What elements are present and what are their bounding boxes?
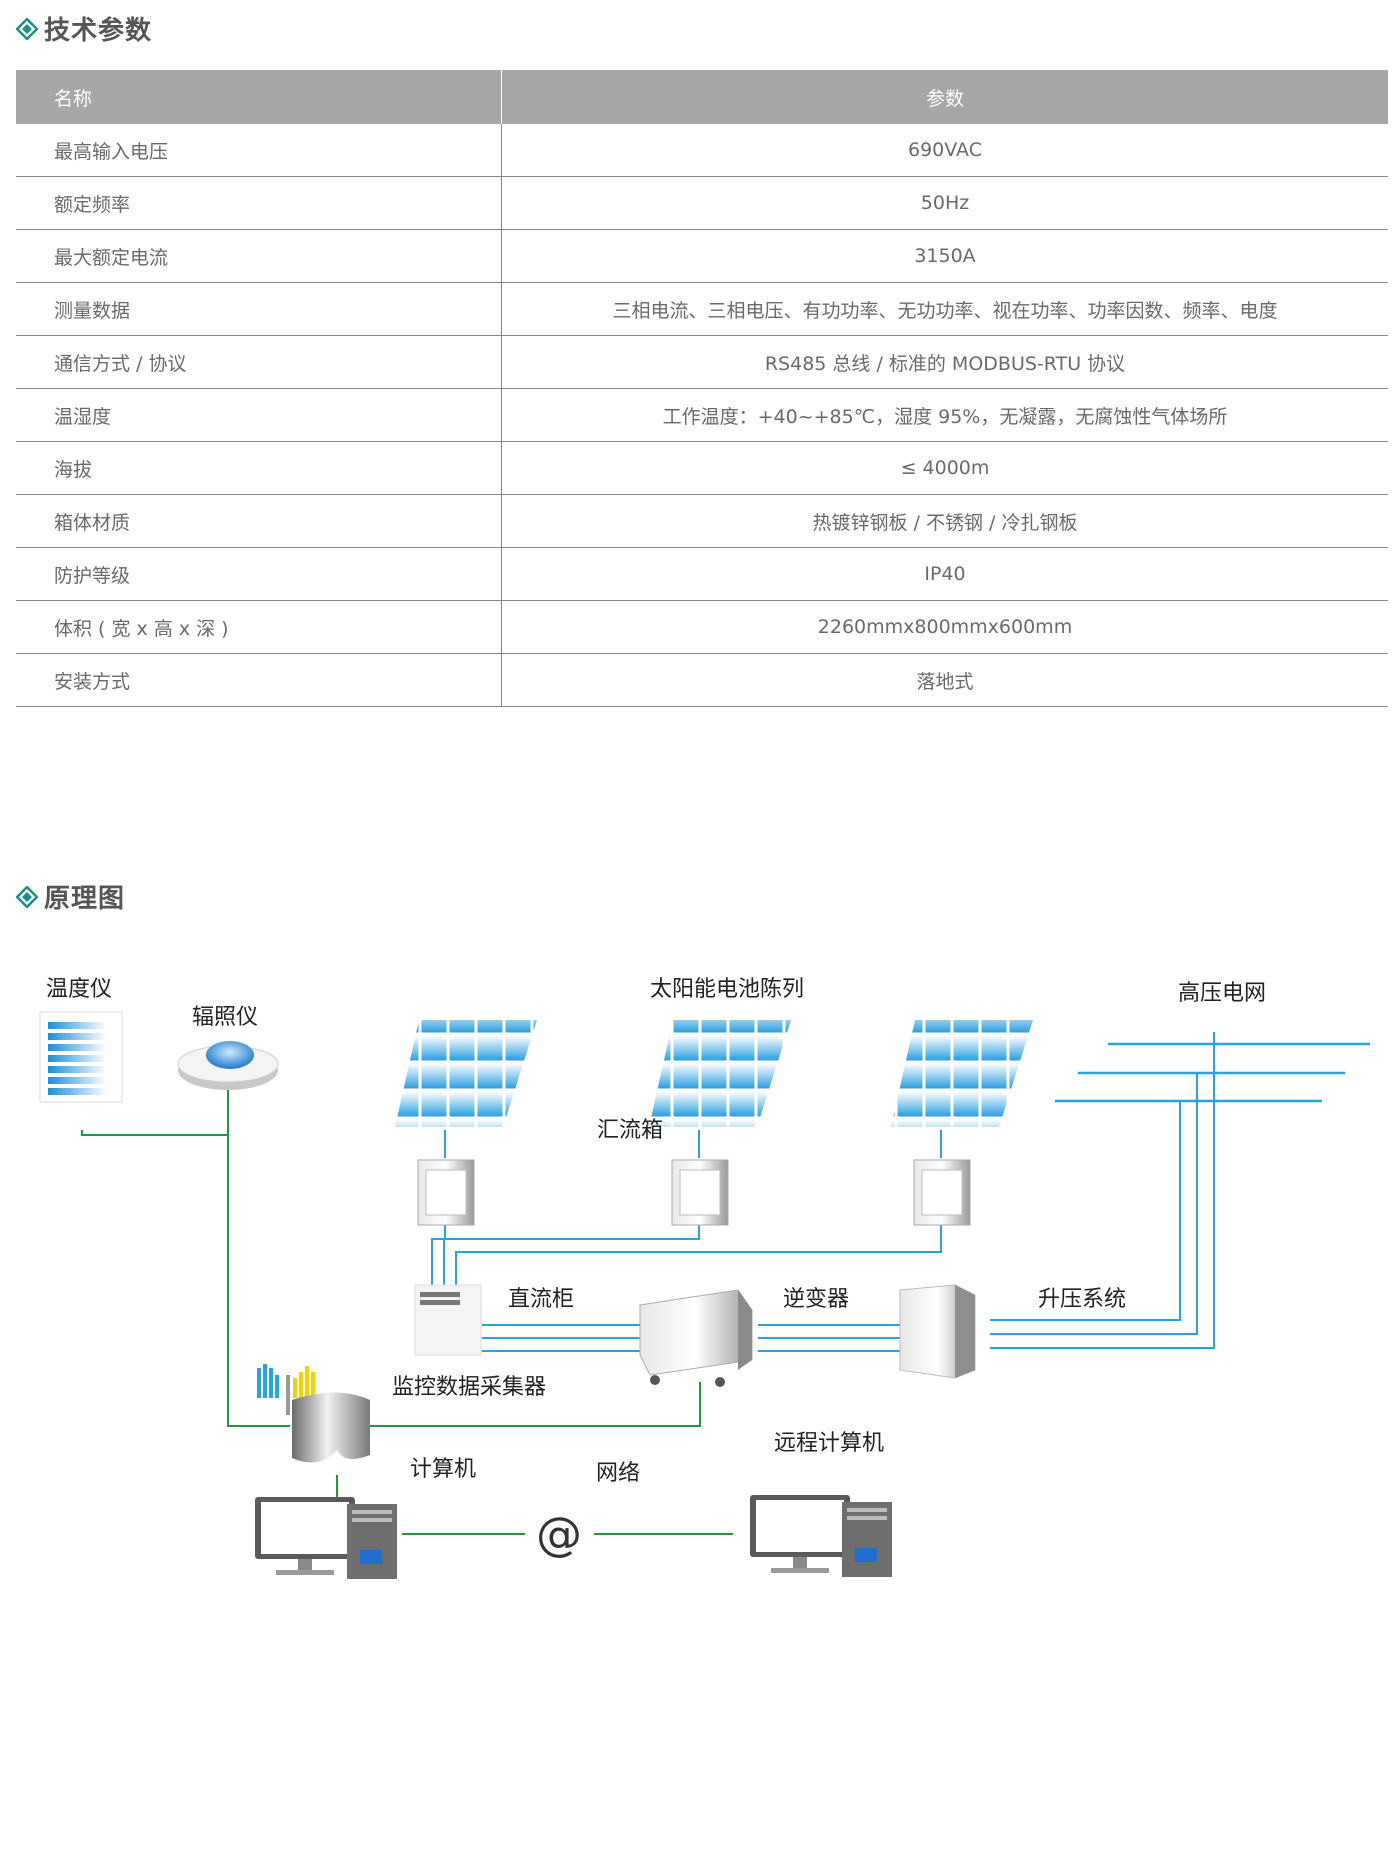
row-value: IP40 <box>501 547 1388 601</box>
label-data-collector: 监控数据采集器 <box>392 1375 546 1400</box>
row-name: 箱体材质 <box>16 494 502 548</box>
label-irradiance-meter: 辐照仪 <box>192 1005 258 1030</box>
diagram-section-header: 原理图 <box>16 878 125 915</box>
table-row: 温湿度工作温度：+40~+85℃，湿度 95%，无凝露，无腐蚀性气体场所 <box>16 388 1388 442</box>
header-param: 参数 <box>501 70 1388 124</box>
data-collector-device <box>257 1364 370 1463</box>
boost-transformer <box>899 1284 976 1379</box>
combiner-box <box>913 1159 971 1226</box>
irradiance-meter-device <box>177 1041 279 1090</box>
specs-section-header: 技术参数 <box>16 10 152 47</box>
row-name: 最高输入电压 <box>16 124 502 177</box>
row-name: 额定频率 <box>16 176 502 230</box>
row-value: RS485 总线 / 标准的 MODBUS-RTU 协议 <box>501 335 1388 389</box>
signal-lines <box>81 1080 733 1535</box>
row-value: 工作温度：+40~+85℃，湿度 95%，无凝露，无腐蚀性气体场所 <box>501 388 1388 442</box>
dc-cabinet <box>414 1284 482 1356</box>
label-solar-array: 太阳能电池陈列 <box>650 977 804 1002</box>
row-name: 海拔 <box>16 441 502 495</box>
row-name: 通信方式 / 协议 <box>16 335 502 389</box>
row-value: 3150A <box>501 229 1388 283</box>
row-value: 落地式 <box>501 653 1388 707</box>
label-hv-grid: 高压电网 <box>1178 981 1266 1006</box>
network-at-icon: @ <box>536 1507 582 1561</box>
specs-title: 技术参数 <box>44 16 153 46</box>
label-dc-cabinet: 直流柜 <box>508 1287 574 1312</box>
table-row: 测量数据三相电流、三相电压、有功功率、无功功率、视在功率、功率因数、频率、电度 <box>16 282 1388 336</box>
row-value: 690VAC <box>501 124 1388 177</box>
diagram-title: 原理图 <box>44 884 126 914</box>
combiner-box <box>671 1159 729 1226</box>
header-name: 名称 <box>16 70 502 124</box>
remote-computer <box>750 1495 892 1577</box>
table-row: 箱体材质热镀锌钢板 / 不锈钢 / 冷扎钢板 <box>16 494 1388 548</box>
row-name: 最大额定电流 <box>16 229 502 283</box>
row-value: 热镀锌钢板 / 不锈钢 / 冷扎钢板 <box>501 494 1388 548</box>
row-name: 防护等级 <box>16 547 502 601</box>
label-boost-system: 升压系统 <box>1038 1287 1126 1312</box>
row-value: 2260mmx800mmx600mm <box>501 600 1388 654</box>
table-header-row: 名称 参数 <box>16 70 1388 124</box>
local-computer <box>255 1497 397 1579</box>
solar-panel <box>646 1017 794 1130</box>
row-name: 温湿度 <box>16 388 502 442</box>
thermometer-device <box>39 1011 123 1103</box>
row-value: ≤ 4000m <box>501 441 1388 495</box>
inverter-device <box>639 1289 753 1387</box>
label-inverter: 逆变器 <box>783 1287 849 1312</box>
table-row: 海拔≤ 4000m <box>16 441 1388 495</box>
table-row: 安装方式落地式 <box>16 653 1388 707</box>
row-name: 安装方式 <box>16 653 502 707</box>
label-remote-computer: 远程计算机 <box>774 1431 884 1456</box>
label-thermometer: 温度仪 <box>46 977 112 1002</box>
solar-panel <box>392 1017 540 1130</box>
label-combiner-box: 汇流箱 <box>597 1118 663 1143</box>
label-network: 网络 <box>596 1461 640 1486</box>
principle-diagram: 温度仪 辐照仪 太阳能电池陈列 高压电网 汇流箱 直流柜 逆变器 升压系统 监控… <box>39 977 1370 1579</box>
table-row: 体积 ( 宽 x 高 x 深 )2260mmx800mmx600mm <box>16 600 1388 654</box>
row-name: 测量数据 <box>16 282 502 336</box>
diamond-bullet-icon <box>16 17 38 40</box>
label-computer: 计算机 <box>410 1457 476 1482</box>
diamond-bullet-icon <box>16 885 38 908</box>
row-value: 三相电流、三相电压、有功功率、无功功率、视在功率、功率因数、频率、电度 <box>501 282 1388 336</box>
combiner-box <box>417 1159 475 1226</box>
row-value: 50Hz <box>501 176 1388 230</box>
row-name: 体积 ( 宽 x 高 x 深 ) <box>16 600 502 654</box>
solar-panel <box>888 1017 1036 1130</box>
hv-grid-busbars <box>1055 1042 1370 1103</box>
